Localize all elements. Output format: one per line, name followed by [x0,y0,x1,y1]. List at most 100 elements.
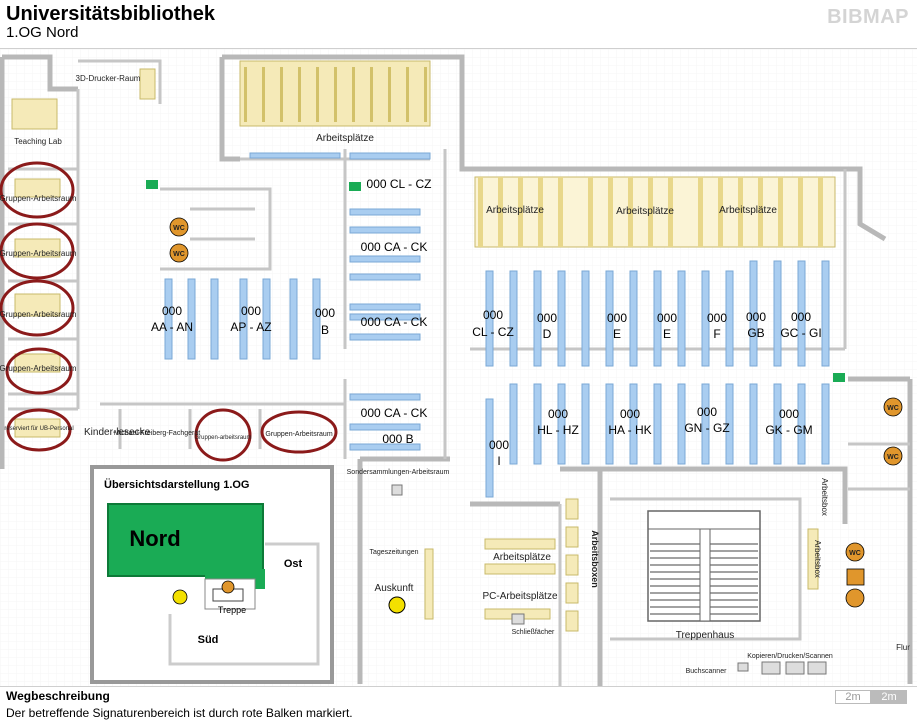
label-druckerraum: 3D-Drucker-Raum [76,74,141,83]
wc-label-4: WC [887,454,899,461]
label-pc-arbeitsplaetze: PC-Arbeitsplätze [482,591,557,602]
shelf-code: 000 [241,304,261,318]
label-gruppen-1: Gruppen-Arbeitsraum [0,194,77,203]
shelves-center-block [349,152,431,451]
shelf-code: 000 [620,407,640,421]
shelf-code: 000 [657,311,677,325]
label-arbeitsplaetze-mid: Arbeitsplätze [493,552,551,563]
shelf-code: 000 [162,304,182,318]
label-gruppen-small: Gruppen-arbeitsraum [194,435,251,441]
wc-icon [169,217,903,608]
header: Universitätsbibliothek 1.OG Nord BIBMAP [0,0,917,48]
label-arbeitsbox-1: Arbeitsbox [820,478,829,516]
shelf-range: B [321,323,329,337]
shelf-code: 000 [483,308,503,322]
label-arbeitsplaetze-r1: Arbeitsplätze [486,205,544,216]
shelf-range: E [613,327,621,341]
label-arbeitsplaetze-r2: Arbeitsplätze [616,206,674,217]
shelf-code: 000 CA - CK [361,240,428,254]
floor-map-svg: 3D-Drucker-Raum Teaching Lab Arbeitsplät… [0,49,917,686]
label-arbeitsbox-2: Arbeitsbox [813,540,822,578]
overview-treppe: Treppe [218,605,246,615]
label-arbeitsplaetze-r3: Arbeitsplätze [719,205,777,216]
info-icon [388,596,406,614]
shelf-code: 000 [548,407,568,421]
label-gruppen-2: Gruppen-Arbeitsraum [0,249,77,258]
page-title: Universitätsbibliothek [6,3,215,25]
shelf-range: AP - AZ [230,320,271,334]
shelf-code: 000 [707,311,727,325]
shelf-range: HA - HK [608,423,651,437]
label-tageszeitungen: Tageszeitungen [369,549,418,556]
shelf-code: 000 [779,407,799,421]
desk-area-right [474,176,836,248]
wc-label-1: WC [173,225,185,232]
scale-bar: 2m 2m [835,690,907,704]
scale-bar-left: 2m [835,690,871,704]
header-divider [0,48,917,49]
label-gruppen-right: Gruppen-Arbeitsraum [265,431,332,438]
shelf-range: I [497,454,500,468]
floor-map[interactable]: 3D-Drucker-Raum Teaching Lab Arbeitsplät… [0,49,917,686]
shelf-range: F [713,327,720,341]
building-walls [0,54,913,686]
shelves-right-top [485,260,830,367]
exit-sign-icon [146,180,845,382]
shelf-code: 000 CA - CK [361,315,428,329]
overview-nord: Nord [129,526,180,551]
label-michael-freiberg: Michael-Freiberg-Fachgerät [114,430,200,437]
label-kopieren: Kopieren/Drucken/Scannen [747,653,833,660]
overview-ost: Ost [284,558,303,570]
footer: Wegbeschreibung Der betreffende Signatur… [0,687,917,727]
shelf-code: 000 CL - CZ [367,177,432,191]
scale-bar-right: 2m [871,690,907,704]
directions-text: Der betreffende Signaturenbereich ist du… [6,706,353,720]
shelf-code: 000 [697,405,717,419]
shelf-range: GN - GZ [684,421,729,435]
wc-label-5: WC [849,550,861,557]
label-kinderlesecke: Kinder-lesecke [84,427,151,438]
desk-area-top [239,60,431,159]
shelves-right-bottom [485,383,830,498]
label-arbeitsboxen: Arbeitsboxen [590,530,600,588]
shelves-left-block [164,278,321,360]
shelf-code: 000 [489,438,509,452]
label-teaching-lab: Teaching Lab [14,137,62,146]
shelf-range: GB [747,326,764,340]
shelf-range: GK - GM [765,423,812,437]
shelf-range: AA - AN [151,320,193,334]
overview-panel [90,465,334,684]
label-schliessfaecher: Schließfächer [512,629,555,636]
directions-title: Wegbeschreibung [6,689,110,703]
brand-logo: BIBMAP [827,6,909,28]
shelf-range: HL - HZ [537,423,579,437]
label-treppenhaus: Treppenhaus [676,630,735,641]
shelf-code: 000 [746,310,766,324]
label-sammlung: Sondersammlungen-Arbeitsraum [347,469,450,476]
label-gruppen-4: Gruppen-Arbeitsraum [0,364,77,373]
label-reserviert: reserviert für UB-Personal [4,426,73,432]
label-flur: Flur [896,643,910,652]
shelf-code: 000 [315,306,335,320]
floor-subtitle: 1.OG Nord [6,24,79,41]
shelf-range: D [543,327,552,341]
overview-sued: Süd [198,634,219,646]
desk-area-mid [424,498,819,632]
printer-icon [391,484,827,675]
label-gruppen-3: Gruppen-Arbeitsraum [0,310,77,319]
left-room-desks [11,68,156,438]
highlight-rings [0,161,338,462]
treppenhaus-stairs [647,510,761,622]
shelf-code: 000 [607,311,627,325]
shelf-range: GC - GI [780,326,821,340]
label-arbeitsplaetze-top: Arbeitsplätze [316,133,374,144]
shelf-range: E [663,327,671,341]
shelf-code: 000 B [382,432,413,446]
overview-title: Übersichtsdarstellung 1.OG [104,478,249,491]
wc-label-3: WC [887,405,899,412]
shelf-code: 000 CA - CK [361,406,428,420]
label-auskunft: Auskunft [375,583,414,594]
footer-divider [0,686,917,687]
shelf-range: CL - CZ [472,325,514,339]
shelf-code: 000 [537,311,557,325]
